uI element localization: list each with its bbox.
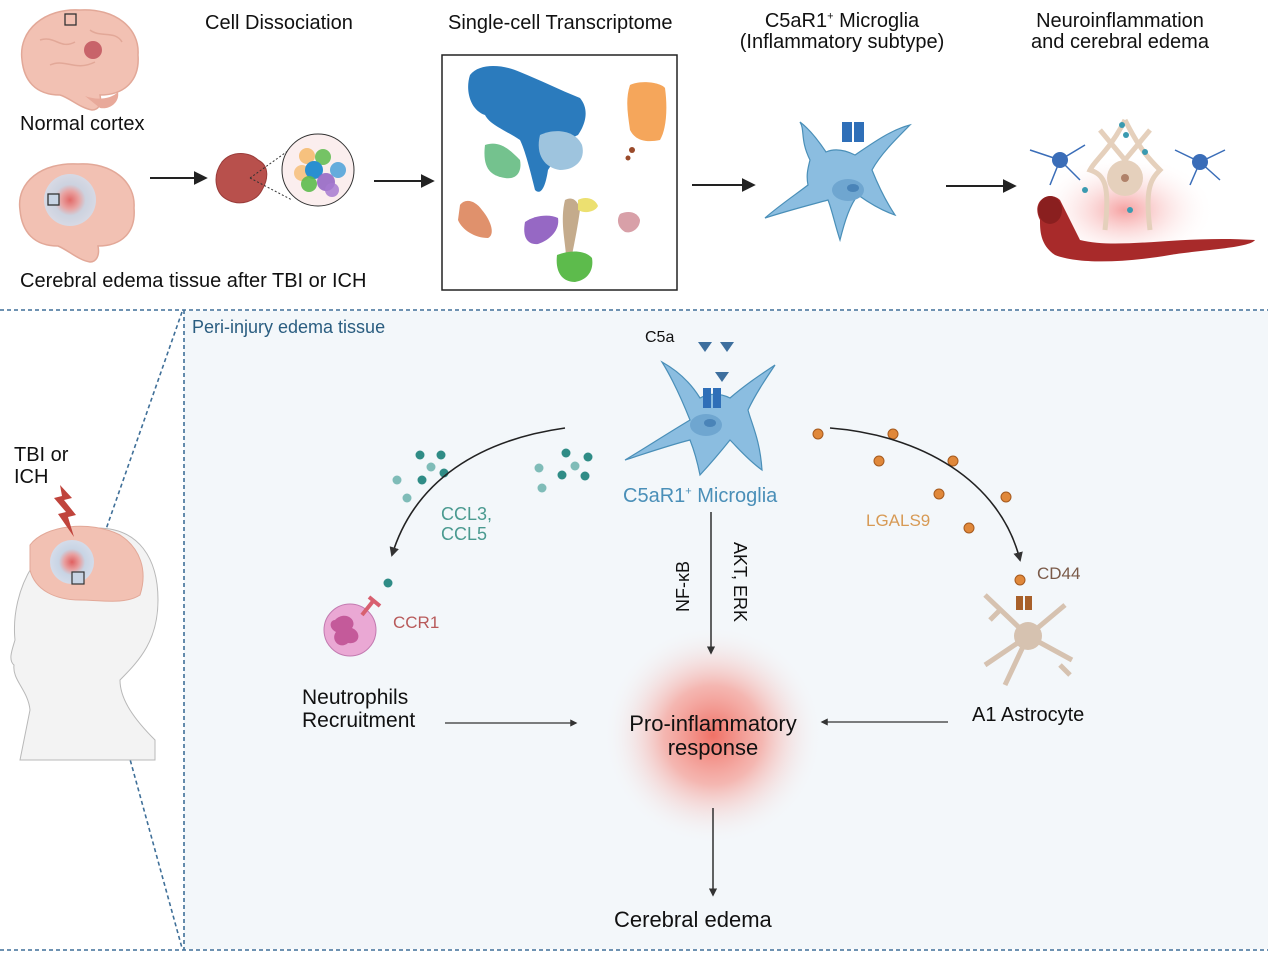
ccr1-label: CCR1 (393, 613, 440, 632)
zoom-line-lower (81, 584, 183, 949)
cluster-green (556, 251, 593, 282)
lightning-bolt-icon (54, 485, 76, 537)
step-title-line2: (Inflammatory subtype) (739, 31, 945, 53)
step-title-line1-sup: + (827, 10, 834, 23)
microglia-label-sup: + (685, 485, 692, 498)
astrocyte-label: A1 Astrocyte (972, 704, 1085, 726)
cluster-light-blue (538, 131, 583, 170)
step-title-cell-dissociation: Cell Dissociation (205, 12, 353, 34)
chemokine-label: CCL3, CCL5 (441, 504, 493, 545)
panel-title: Peri-injury edema tissue (192, 317, 386, 337)
response-line1: Pro-inflammatory (629, 711, 797, 736)
pro-inflammatory-response-label: Pro-inflammatory response (603, 711, 823, 761)
cluster-yellow (578, 198, 598, 213)
cluster-brown (629, 147, 635, 153)
step-title-c5ar1-microglia: C5aR1+ Microglia (Inflammatory subtype) (722, 11, 962, 53)
cluster-pink (617, 212, 640, 233)
cluster-purple (524, 215, 559, 245)
injury-label-line2: ICH (14, 466, 49, 488)
step-title-line1-prefix: C5aR1 (764, 10, 828, 32)
edema-tissue-label: Cerebral edema tissue after TBI or ICH (20, 270, 367, 292)
peri-injury-panel (184, 311, 1268, 949)
cd44-label: CD44 (1037, 564, 1081, 583)
cluster-teal-green (484, 143, 521, 179)
umap-plot (441, 54, 678, 291)
cerebral-edema-outcome-label: Cerebral edema (614, 907, 772, 932)
neutrophils-label-line1: Neutrophils (302, 686, 409, 709)
zoom-line-upper (89, 311, 183, 576)
normal-brain (20, 9, 139, 111)
response-line2: response (667, 735, 759, 761)
cell-suspension-icon (281, 133, 355, 207)
c5ar1-microglia-illustration (764, 121, 912, 243)
chemokine-label-line2: CCL5 (441, 523, 488, 544)
lgals9-label: LGALS9 (866, 511, 931, 530)
normal-cortex-label: Normal cortex (20, 113, 145, 135)
neutrophils-label: Neutrophils Recruitment (302, 686, 415, 732)
sample-square-icon (64, 13, 77, 26)
cluster-dark-blue (468, 66, 586, 192)
tissue-chunk-icon (215, 147, 293, 204)
microglia-label-prefix: C5aR1 (623, 485, 686, 507)
microglia-label-suffix: Microglia (691, 485, 778, 507)
neutrophils-label-line2: Recruitment (302, 709, 416, 733)
cluster-tan (562, 198, 580, 255)
step-title-neuroinflammation: Neuroinflammation and cerebral edema (1010, 11, 1230, 53)
sample-square-icon (71, 571, 85, 585)
injury-label: TBI or ICH (14, 444, 68, 488)
chemokine-label-line1: CCL3, (441, 504, 493, 524)
pathway-nfkb-label: NF-κB (673, 561, 693, 612)
sample-square-icon (47, 193, 60, 206)
human-head-illustration (10, 485, 159, 761)
cluster-salmon (458, 200, 492, 238)
cluster-orange (627, 82, 667, 142)
pathway-akt-erk-label: AKT, ERK (730, 542, 750, 623)
step-title-single-cell-transcriptome: Single-cell Transcriptome (448, 12, 673, 34)
step-title-line1: Neuroinflammation (1036, 10, 1204, 32)
microglia-label: C5aR1+ Microglia (623, 486, 777, 507)
edema-brain (18, 163, 135, 263)
injury-label-line1: TBI or (14, 444, 69, 466)
neuroinflammation-illustration (1029, 118, 1255, 265)
c5a-label: C5a (645, 329, 675, 346)
step-title-line1-suffix: Microglia (833, 10, 920, 32)
step-title-line2: and cerebral edema (1031, 31, 1209, 53)
